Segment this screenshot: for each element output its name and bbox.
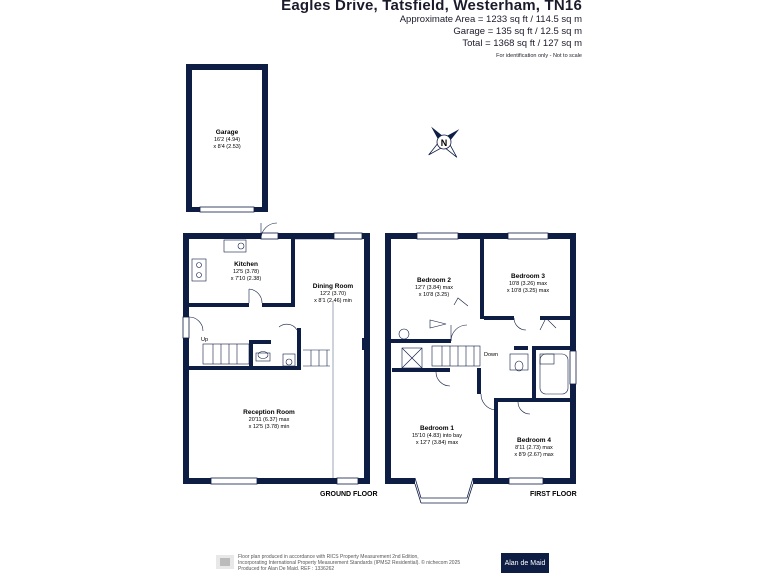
ground-wall-right: [364, 233, 370, 484]
bed3-bottom-wall-left: [484, 316, 514, 320]
bedroom2-dim2: x 10'8 (3.25): [419, 292, 450, 298]
ground-stairs: [202, 343, 330, 367]
first-wall-top-2: [458, 233, 508, 239]
property-title: Eagles Drive, Tatsfield, Westerham, TN16: [281, 0, 582, 14]
bed2-bed3-wall: [480, 239, 484, 319]
ground-wall-top-mid: [278, 233, 334, 239]
wc-wall-top: [249, 340, 271, 344]
first-wall-top-1: [385, 233, 417, 239]
ground-wall-bottom-left: [183, 478, 211, 484]
dining-name: Dining Room: [313, 283, 354, 290]
bed1-top-wall-left: [392, 368, 450, 372]
total-area: Total = 1368 sq ft / 127 sq m: [462, 38, 582, 49]
bedroom4-dim2: x 8'9 (2.67) max: [514, 452, 554, 458]
compass-label: N: [441, 138, 448, 148]
stairs-down-label: Down: [484, 352, 498, 358]
dining-dim1: 12'2 (3.70): [320, 291, 346, 297]
ground-floor-label: GROUND FLOOR: [320, 491, 378, 498]
garage-wall-bottom-right: [254, 207, 268, 212]
bedroom3-name: Bedroom 3: [511, 273, 545, 280]
identification-note: For identification only - Not to scale: [496, 53, 582, 59]
bedroom4-name: Bedroom 4: [517, 437, 551, 444]
room-labels: Garage 16'2 (4.94) x 8'4 (2.53) Kitchen …: [201, 129, 554, 458]
footer-line3: Produced for Alan De Maid. REF : 1336262: [238, 566, 335, 572]
garage-wall-right: [262, 64, 268, 212]
bedroom1-name: Bedroom 1: [420, 425, 454, 432]
kitchen-dining-wall: [291, 239, 295, 307]
reception-top-wall: [189, 366, 301, 370]
windows: [182, 206, 577, 504]
walls: [183, 64, 576, 484]
bedroom3-dim2: x 10'8 (3.25) max: [507, 288, 550, 294]
bedroom2-dim1: 12'7 (3.84) max: [415, 285, 453, 291]
garage-wall-bottom-left: [186, 207, 200, 212]
compass-rose-icon: [428, 126, 460, 158]
garage-dim2: x 8'4 (2.53): [213, 144, 241, 150]
garage-dim1: 16'2 (4.94): [214, 137, 240, 143]
first-wall-right-lower: [570, 384, 576, 484]
garage-name: Garage: [216, 129, 239, 136]
ground-post: [362, 338, 366, 350]
first-wall-left: [385, 233, 391, 484]
garage-wall-top: [186, 64, 268, 70]
first-wall-right-upper: [570, 233, 576, 351]
bedroom1-dim2: x 12'7 (3.84) max: [416, 440, 459, 446]
first-wall-bottom-1: [385, 478, 415, 484]
bed2-bottom-wall: [391, 339, 451, 343]
bed1-right-wall: [494, 398, 498, 478]
stairs-up-label: Up: [201, 337, 208, 343]
first-floor-label: FIRST FLOOR: [530, 491, 577, 498]
ground-wall-top-left: [183, 233, 261, 239]
bedroom2-name: Bedroom 2: [417, 277, 451, 284]
fixtures: [188, 222, 569, 478]
rics-logo-icon: [216, 555, 234, 569]
first-wall-bottom-3: [543, 478, 576, 484]
first-stairs: [431, 345, 481, 367]
first-wall-top-3: [548, 233, 576, 239]
header: Eagles Drive, Tatsfield, Westerham, TN16…: [281, 0, 582, 59]
kitchen-name: Kitchen: [234, 261, 258, 268]
ground-wall-left-lower: [183, 338, 189, 484]
reception-name: Reception Room: [243, 409, 295, 416]
footer-line2: Incorporating International Property Mea…: [238, 560, 461, 566]
approximate-area: Approximate Area = 1233 sq ft / 114.5 sq…: [399, 14, 582, 25]
ground-wall-bottom-right: [358, 478, 370, 484]
landing-wall: [514, 346, 528, 350]
bedroom4-dim1: 8'11 (2.73) max: [515, 445, 553, 451]
bathroom-left-wall: [532, 346, 536, 402]
ground-wall-left-upper: [183, 233, 189, 317]
first-wall-bottom-2: [473, 478, 509, 484]
reception-dim1: 20'11 (6.37) max: [249, 417, 290, 423]
wc-wall-left: [249, 340, 253, 370]
kitchen-bottom-wall-left: [189, 303, 249, 307]
reception-dim2: x 12'5 (3.78) min: [249, 424, 290, 430]
wc-wall-right: [297, 328, 301, 370]
kitchen-dim1: 12'5 (3.78): [233, 269, 259, 275]
bathroom-top-wall: [532, 346, 570, 350]
ground-wall-bottom-mid: [257, 478, 337, 484]
kitchen-dim2: x 7'10 (2.38): [231, 276, 262, 282]
brand-logo: Alan de Maid: [501, 553, 549, 573]
bedroom1-dim1: 15'10 (4.83) into bay: [412, 433, 462, 439]
bedroom3-dim1: 10'8 (3.26) max: [509, 281, 547, 287]
bed4-top-wall-right: [538, 398, 570, 402]
footer-line1: Floor plan produced in accordance with R…: [238, 554, 419, 560]
garage-area: Garage = 135 sq ft / 12.5 sq m: [453, 26, 582, 37]
footer-credits: Floor plan produced in accordance with R…: [238, 554, 460, 572]
kitchen-bottom-wall-right: [262, 303, 295, 307]
dining-dim2: x 8'1 (2.46) min: [314, 298, 352, 304]
bed4-top-wall-left: [498, 398, 538, 402]
bed1-top-post: [477, 368, 481, 394]
garage-wall-left: [186, 64, 192, 212]
bed3-bottom-wall-right: [540, 316, 570, 320]
